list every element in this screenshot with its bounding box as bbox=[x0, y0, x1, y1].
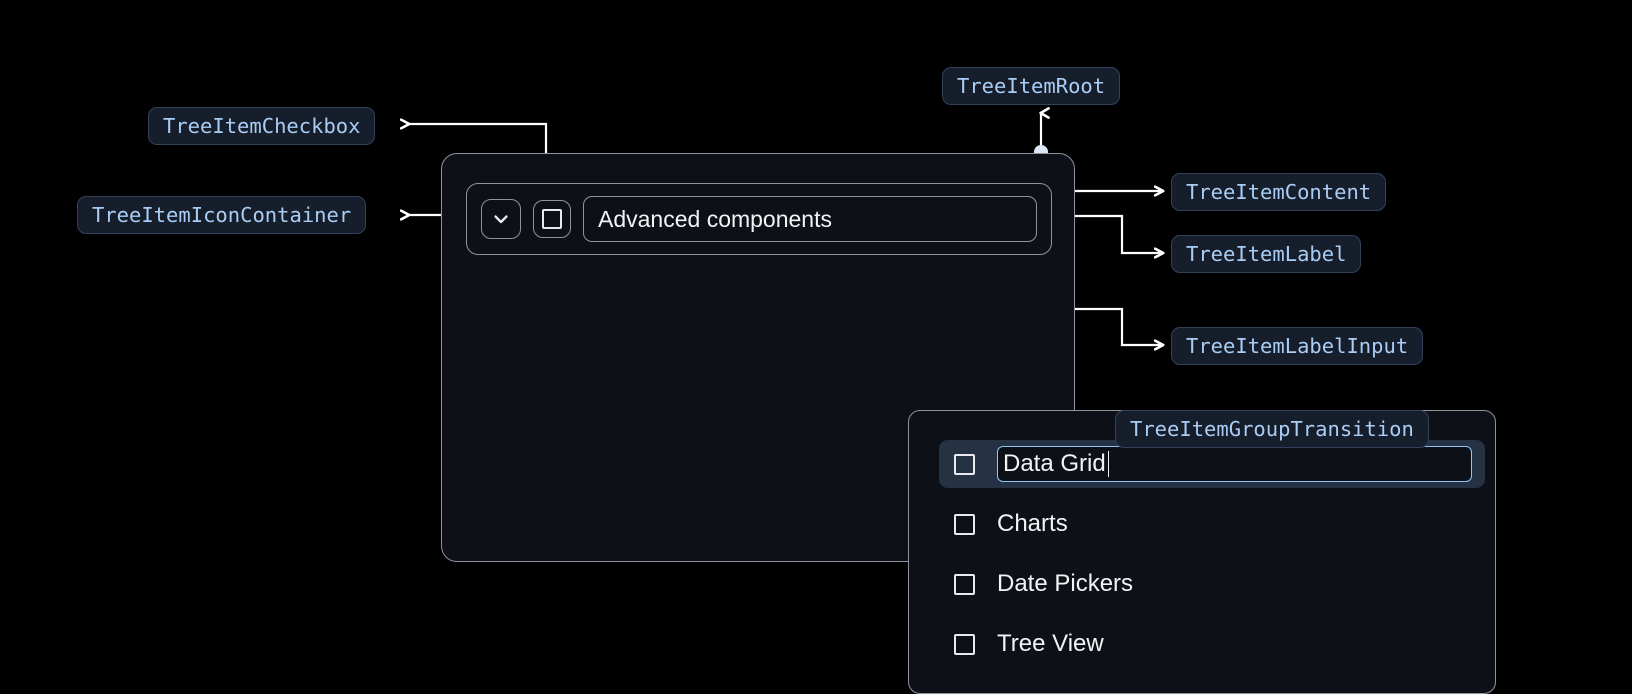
annotation-tree-item-label-input: TreeItemLabelInput bbox=[1171, 327, 1424, 365]
tree-item-group-transition: Data Grid Charts Date Pickers Tree View bbox=[908, 410, 1496, 694]
checkbox-unchecked-icon bbox=[542, 209, 562, 229]
annotation-tree-item-group-transition: TreeItemGroupTransition bbox=[1115, 410, 1429, 448]
tree-item-content[interactable]: Advanced components bbox=[466, 183, 1052, 255]
annotation-tree-item-content: TreeItemContent bbox=[1171, 173, 1387, 211]
tree-item-label-input[interactable]: Data Grid bbox=[997, 446, 1472, 482]
tree-item-label-text: Date Pickers bbox=[997, 570, 1134, 597]
checkbox-unchecked-icon[interactable] bbox=[954, 453, 975, 475]
text-caret bbox=[1107, 451, 1110, 477]
checkbox-unchecked-icon[interactable] bbox=[954, 573, 975, 595]
tree-item-row-tree-view[interactable]: Tree View bbox=[939, 620, 1485, 668]
checkbox-unchecked-icon[interactable] bbox=[954, 513, 975, 535]
annotation-tree-item-icon-container: TreeItemIconContainer bbox=[77, 196, 367, 234]
tree-item-row-charts[interactable]: Charts bbox=[939, 500, 1485, 548]
anatomy-diagram: Advanced components Data Grid Charts Dat… bbox=[77, 67, 1496, 694]
tree-item-row-data-grid[interactable]: Data Grid bbox=[939, 440, 1485, 488]
tree-item-label-text: Tree View bbox=[997, 630, 1104, 657]
tree-item-label[interactable]: Advanced components bbox=[583, 196, 1037, 242]
tree-item-label-text: Charts bbox=[997, 510, 1068, 537]
tree-item-icon-container[interactable] bbox=[481, 199, 521, 239]
tree-item-label-text: Advanced components bbox=[598, 205, 832, 232]
tree-item-root[interactable]: Advanced components Data Grid Charts Dat… bbox=[441, 153, 1496, 694]
checkbox-unchecked-icon[interactable] bbox=[954, 633, 975, 655]
tree-item-checkbox[interactable] bbox=[533, 200, 571, 238]
annotation-tree-item-checkbox: TreeItemCheckbox bbox=[148, 107, 376, 145]
tree-item-label-input-value: Data Grid bbox=[1003, 450, 1106, 477]
annotation-tree-item-label: TreeItemLabel bbox=[1171, 235, 1362, 273]
annotation-tree-item-root: TreeItemRoot bbox=[942, 67, 1121, 105]
tree-item-row-date-pickers[interactable]: Date Pickers bbox=[939, 560, 1485, 608]
chevron-down-icon bbox=[494, 215, 508, 224]
